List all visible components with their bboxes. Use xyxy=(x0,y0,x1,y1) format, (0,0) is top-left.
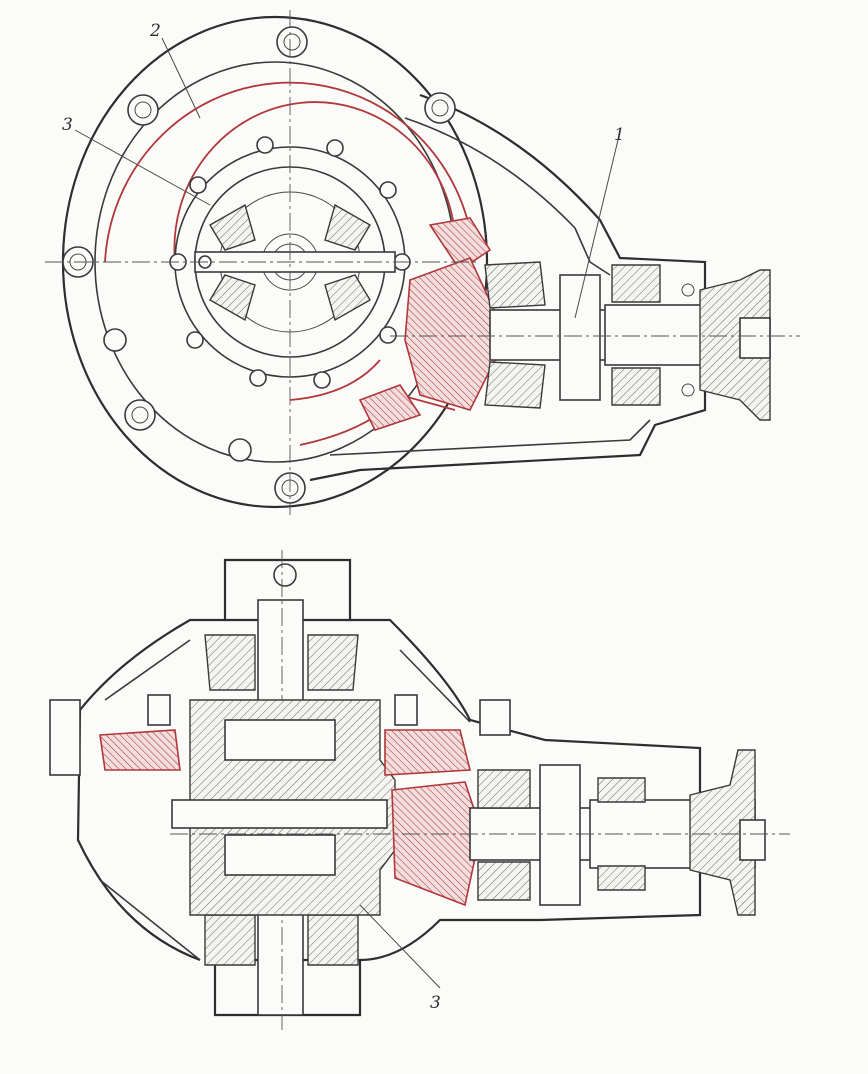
planet-gear-lower-left xyxy=(209,274,256,322)
housing-strut xyxy=(99,879,201,961)
lower-bearing-left xyxy=(204,914,256,966)
ring-gear-left xyxy=(99,729,181,771)
plan-inner-bearing-top xyxy=(477,769,531,809)
bolt-head xyxy=(431,99,449,117)
planet-gear-upper-left xyxy=(209,203,256,251)
planet-gear-upper-right xyxy=(324,203,371,251)
drive-pinion xyxy=(391,781,476,907)
bearing-spacer xyxy=(559,274,601,401)
carrier-bolt xyxy=(326,139,344,157)
carrier-bolt xyxy=(256,136,274,154)
planet-gear-lower-right xyxy=(324,274,371,322)
diff-cross-shaft xyxy=(171,799,388,829)
drive-pinion-head xyxy=(404,256,496,411)
bolt xyxy=(276,26,308,58)
seal-rollers xyxy=(681,283,695,297)
plan-outer-bearing-top xyxy=(597,777,646,803)
plan-companion-flange xyxy=(689,749,756,916)
carrier-bolt xyxy=(189,176,207,194)
carrier-bolts xyxy=(169,136,411,389)
housing-lower-line xyxy=(329,419,651,456)
breather-bolt xyxy=(273,563,297,587)
ring-gear-teeth-top xyxy=(428,217,492,272)
bolt xyxy=(103,328,127,352)
bolt-head xyxy=(134,101,152,119)
callout-label: 3 xyxy=(62,115,73,135)
inner-bearing-bottom xyxy=(484,361,546,409)
callout-leader xyxy=(359,904,441,989)
housing-body xyxy=(309,93,707,482)
companion-flange xyxy=(699,269,771,421)
plan-spacer xyxy=(539,764,581,906)
carrier-bolt xyxy=(186,331,204,349)
bolt xyxy=(124,399,156,431)
outer-bearing-top xyxy=(611,264,661,303)
side-bolt-right xyxy=(479,699,511,736)
housing-body-inner xyxy=(404,117,611,276)
side-bolt-center-right xyxy=(394,694,418,726)
carrier-bolt xyxy=(313,371,331,389)
ring-gear-right xyxy=(384,729,472,776)
side-gear-lower xyxy=(224,834,336,876)
callout-leader xyxy=(74,129,211,206)
bolt-head xyxy=(131,406,149,424)
ring-gear-lower-inner xyxy=(289,359,381,401)
outer-bearing-bottom xyxy=(611,367,661,406)
plan-outer-bearing-bottom xyxy=(597,865,646,891)
bolt xyxy=(228,438,252,462)
bolt xyxy=(127,94,159,126)
bottom-view xyxy=(49,550,790,1030)
carrier-outline xyxy=(76,618,702,962)
inner-bearing-top xyxy=(484,261,546,309)
ring-gear-teeth-bottom xyxy=(358,384,422,431)
bolt xyxy=(424,92,456,124)
housing-strut xyxy=(104,639,191,701)
flange-bolts xyxy=(62,26,456,504)
side-bolt-center xyxy=(147,694,171,726)
upper-bearing-right xyxy=(307,634,359,691)
callout-leader xyxy=(161,37,201,119)
carrier-bolt xyxy=(379,181,397,199)
ring-gear-inner xyxy=(173,101,456,263)
top-view xyxy=(45,10,800,515)
flange-nut xyxy=(739,317,771,359)
plan-inner-bearing-bottom xyxy=(477,861,531,901)
plan-flange-nut xyxy=(739,819,766,861)
callout-label: 3 xyxy=(430,993,441,1013)
bolt-head xyxy=(283,33,301,51)
side-bolt-left xyxy=(49,699,81,776)
carrier-bolt xyxy=(379,326,397,344)
callout-leader xyxy=(574,139,619,319)
ring-gear-outer xyxy=(104,81,471,263)
housing-strut xyxy=(399,649,471,723)
lower-bearing-right xyxy=(307,914,359,966)
side-gear-upper xyxy=(224,719,336,761)
seal-rollers xyxy=(681,383,695,397)
callout-label: 2 xyxy=(149,21,161,41)
callout-label: 1 xyxy=(614,125,625,145)
carrier-bolt xyxy=(249,369,267,387)
upper-bearing-left xyxy=(204,634,256,691)
